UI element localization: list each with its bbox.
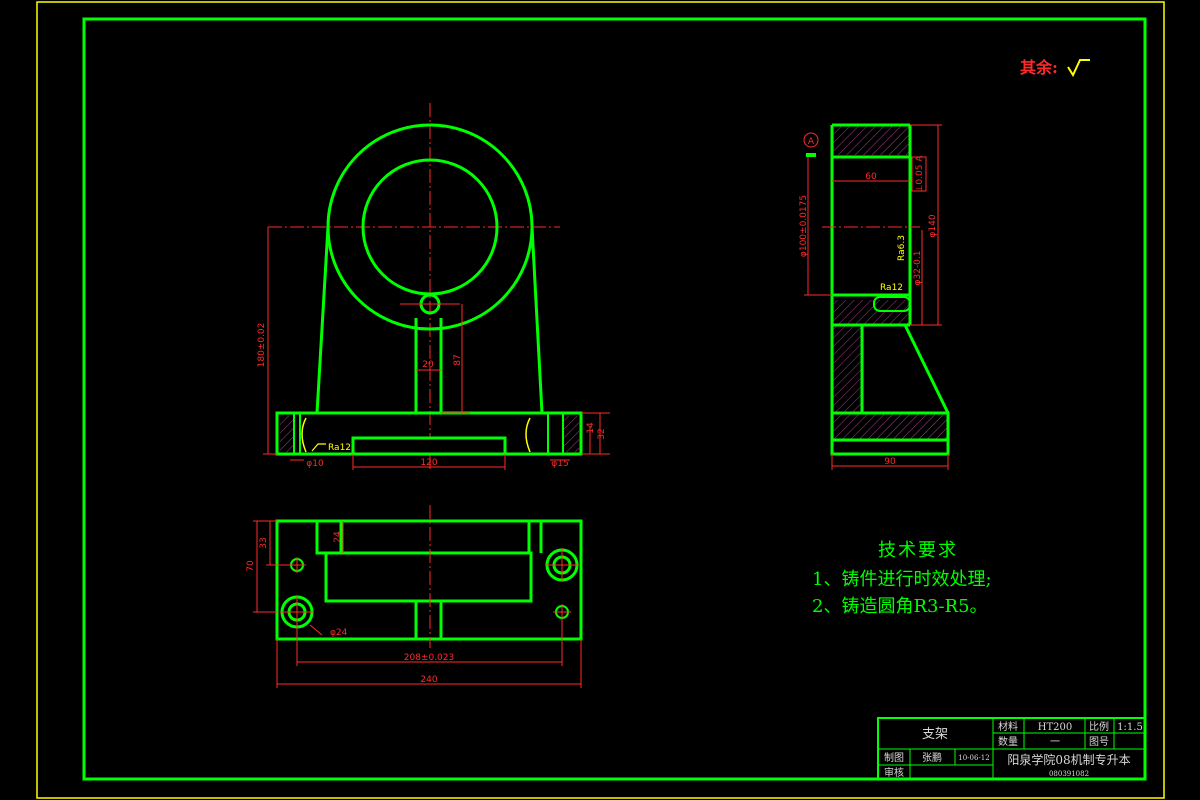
- tech-requirements: 技术要求 1、铸件进行时效处理; 2、铸造圆角R3-R5。: [812, 540, 992, 617]
- dim-offset: 33: [259, 537, 269, 548]
- material-value: HT200: [1038, 722, 1072, 733]
- dim-hole-right: φ15: [551, 459, 568, 469]
- dim-base-width: 90: [884, 457, 896, 467]
- qty-label: 数量: [998, 735, 1018, 748]
- student-number: 080391082: [1049, 770, 1089, 778]
- side-ra-lower: Ra12: [880, 283, 903, 293]
- tolerance-frame: ⊥0.05 A: [915, 155, 925, 193]
- drawn-by: 张鹏: [922, 751, 942, 764]
- front-roughness: Ra12: [328, 443, 351, 453]
- dim-slot: 24: [333, 531, 343, 543]
- dim-length: 240: [420, 675, 437, 685]
- dim-width-top: 60: [865, 172, 877, 182]
- checked-label: 审核: [884, 766, 904, 779]
- drawn-date: 10-06-12: [958, 754, 989, 762]
- tech-title: 技术要求: [878, 540, 958, 561]
- datum-a-icon: [803, 132, 819, 148]
- title-block: 支架 材料 HT200 比例 1:1.5 数量 一 图号 制图 张鹏 10-06…: [877, 717, 1146, 780]
- dim-hole-left: φ10: [306, 459, 324, 469]
- dim-thickness: φ32-0.1: [913, 251, 923, 286]
- scale-label: 比例: [1089, 720, 1109, 733]
- dim-slot-width: 20: [422, 360, 434, 370]
- tech-item-2: 2、铸造圆角R3-R5。: [812, 596, 988, 617]
- dim-base-h1: 14: [586, 422, 596, 434]
- surface-finish-note: 其余:: [1020, 58, 1090, 78]
- datum-label: A: [808, 137, 815, 147]
- top-view: 70 33 24 φ24 208±0.023 240: [246, 505, 583, 688]
- drawn-label: 制图: [884, 751, 904, 764]
- dim-hole-span: 208±0.023: [404, 653, 454, 663]
- drawing-frame: [82, 17, 1147, 781]
- dim-slot-depth: 87: [453, 354, 463, 365]
- surface-finish-label: 其余:: [1020, 58, 1058, 77]
- material-label: 材料: [998, 720, 1018, 733]
- dim-height: 180±0.02: [257, 323, 267, 368]
- school-name: 阳泉学院08机制专升本: [1007, 752, 1130, 767]
- scale-value: 1:1.5: [1117, 722, 1143, 733]
- base-recess: [351, 436, 507, 456]
- tech-item-1: 1、铸件进行时效处理;: [812, 569, 992, 590]
- front-view: 180±0.02 20 87 120 φ10 φ15 14 32 Ra12: [257, 103, 610, 470]
- dim-bore: φ100±0.0175: [799, 195, 809, 257]
- dim-base-h2: 32: [597, 428, 607, 439]
- dim-depth: 70: [246, 560, 256, 572]
- part-name: 支架: [922, 727, 948, 742]
- dim-base-gap: 120: [420, 458, 437, 468]
- roughness-symbol-icon: [1067, 59, 1090, 78]
- drawing-no-label: 图号: [1089, 736, 1109, 748]
- side-view: ⊥0.05 A 60 φ100±0.0175 φ140 φ32-0.1 90 R…: [799, 123, 950, 470]
- dim-outer: φ140: [928, 214, 938, 237]
- qty-value: 一: [1050, 737, 1060, 748]
- sheet-border: [36, 1, 1165, 799]
- side-ra-bore: Ra6.3: [897, 235, 907, 261]
- dim-counterbore: φ24: [330, 628, 348, 638]
